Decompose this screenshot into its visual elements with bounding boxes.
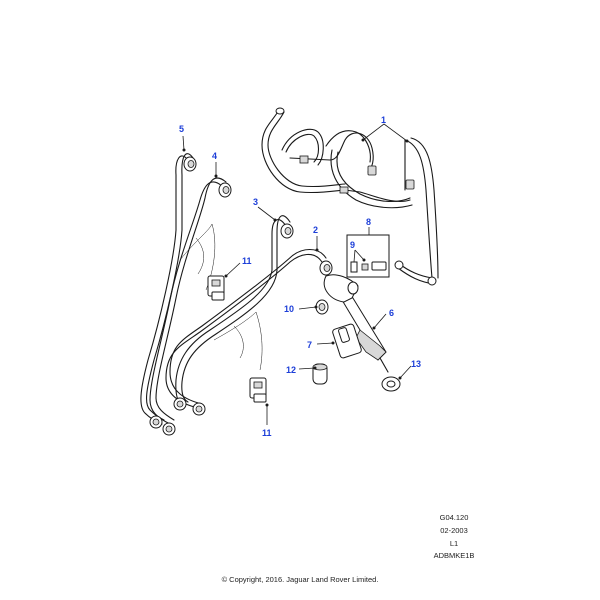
reference-code: G04.120 — [439, 513, 469, 522]
callout-11-lower: 11 — [262, 428, 272, 438]
leader-lines — [182, 123, 412, 425]
bolt-kit — [346, 234, 390, 278]
callout-5: 5 — [179, 124, 184, 134]
callout-4: 4 — [212, 151, 217, 161]
leak-off-hose-assembly — [261, 107, 439, 286]
reference-id: ADBMKE1B — [433, 551, 475, 560]
injector-assembly — [315, 274, 389, 373]
pipe-clips — [179, 223, 267, 403]
reference-level: L1 — [449, 539, 459, 548]
callout-7: 7 — [307, 340, 312, 350]
callout-13: 13 — [411, 359, 421, 369]
reference-date: 02-2003 — [440, 526, 468, 535]
callout-8: 8 — [366, 217, 371, 227]
callout-11-upper: 11 — [242, 256, 252, 266]
callout-10: 10 — [284, 304, 294, 314]
sleeve-and-washer — [312, 363, 401, 392]
copyright-notice: © Copyright, 2016. Jaguar Land Rover Lim… — [221, 575, 379, 584]
callout-12: 12 — [286, 365, 296, 375]
callout-labels: 1 5 4 3 2 8 9 11 10 6 7 12 13 11 — [179, 115, 421, 438]
callout-6: 6 — [389, 308, 394, 318]
callout-9: 9 — [350, 240, 355, 250]
callout-1: 1 — [381, 115, 386, 125]
callout-2: 2 — [313, 225, 318, 235]
callout-3: 3 — [253, 197, 258, 207]
injector-pipes — [140, 153, 333, 436]
